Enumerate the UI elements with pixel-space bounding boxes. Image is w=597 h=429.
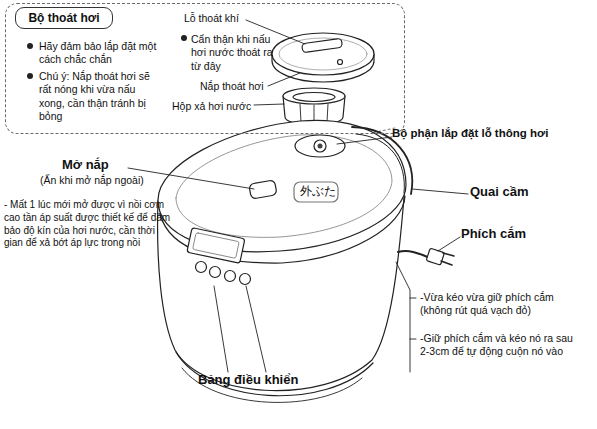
- leader-line: [268, 73, 300, 86]
- carry-handle: [356, 134, 404, 193]
- vent-lid-hole: [338, 60, 343, 65]
- control-button: [196, 262, 207, 273]
- leader-line: [412, 189, 468, 194]
- part-name: Bảng điều khiển: [198, 372, 328, 389]
- lid-front-edge: [160, 196, 405, 263]
- part-name: Nắp thoát hơi: [200, 80, 280, 93]
- open-button: [249, 180, 277, 199]
- bullet-dot: [181, 35, 187, 41]
- vent-lid-rim: [279, 38, 367, 70]
- note-text: Chú ý: Nắp thoát hơi sẽ rất nóng khi vừa…: [39, 70, 163, 124]
- note-text: -Vừa kéo vừa giữ phích cắm (không rút qu…: [420, 291, 580, 318]
- part-name: Hộp xả hơi nước: [172, 100, 262, 113]
- note-text: Hãy đảm bảo lắp đặt một cách chắc chắn: [39, 40, 163, 67]
- plug-prong: [441, 253, 454, 265]
- part-name: Quai cầm: [470, 184, 570, 201]
- lid-mark: 外ぶた: [298, 184, 338, 199]
- part-name: Mở nắp: [62, 157, 132, 174]
- bullet-dot: [27, 43, 33, 49]
- note-text: Cẩn thận khi nấu hơi nước thoát ra từ đâ…: [191, 33, 279, 73]
- lid-vent-seat: [295, 135, 345, 157]
- part-name: Bộ phận lắp đặt lỗ thông hơi: [392, 126, 596, 141]
- power-cord: [398, 251, 430, 258]
- lid-inner-outline: [176, 135, 392, 238]
- bullet-dot: [27, 73, 33, 79]
- plug-body: [426, 248, 444, 265]
- part-name: Phích cắm: [461, 226, 571, 243]
- cooker-base: [182, 368, 362, 402]
- leader-line: [438, 237, 460, 251]
- control-button: [240, 274, 251, 285]
- lid-tag: [294, 182, 338, 202]
- leader-line: [254, 104, 284, 105]
- cooker-base: [176, 352, 373, 396]
- note-text: - Mất 1 lúc mới mở được vì nồi cơm cao t…: [4, 199, 174, 250]
- bracket-line: [396, 262, 416, 372]
- lid-vent-hole: [314, 140, 326, 152]
- steam-box-top: [283, 88, 345, 104]
- note-text: -Giữ phích cắm và kéo nó ra sau 2-3cm để…: [420, 332, 580, 359]
- leader-line: [128, 168, 254, 189]
- vent-lid-top: [272, 33, 374, 75]
- steam-box-inner: [293, 93, 335, 102]
- display-window: [187, 228, 245, 264]
- control-button: [225, 271, 236, 282]
- lid-vent-hole: [318, 144, 323, 149]
- control-button: [210, 267, 221, 278]
- vent-lid-slot: [302, 38, 343, 52]
- section-heading-box: Bộ thoát hơi: [15, 7, 113, 29]
- display-screen: [193, 233, 240, 259]
- steam-vent-panel: Hãy đảm bảo lắp đặt một cách chắc chắnCh…: [5, 3, 405, 134]
- leader-line: [214, 286, 266, 372]
- leader-line: [337, 137, 392, 144]
- note-text: (Ấn khi mở nắp ngoài): [40, 174, 170, 187]
- part-name: Lỗ thoát khí: [184, 12, 264, 25]
- section-heading: Bộ thoát hơi: [16, 11, 112, 26]
